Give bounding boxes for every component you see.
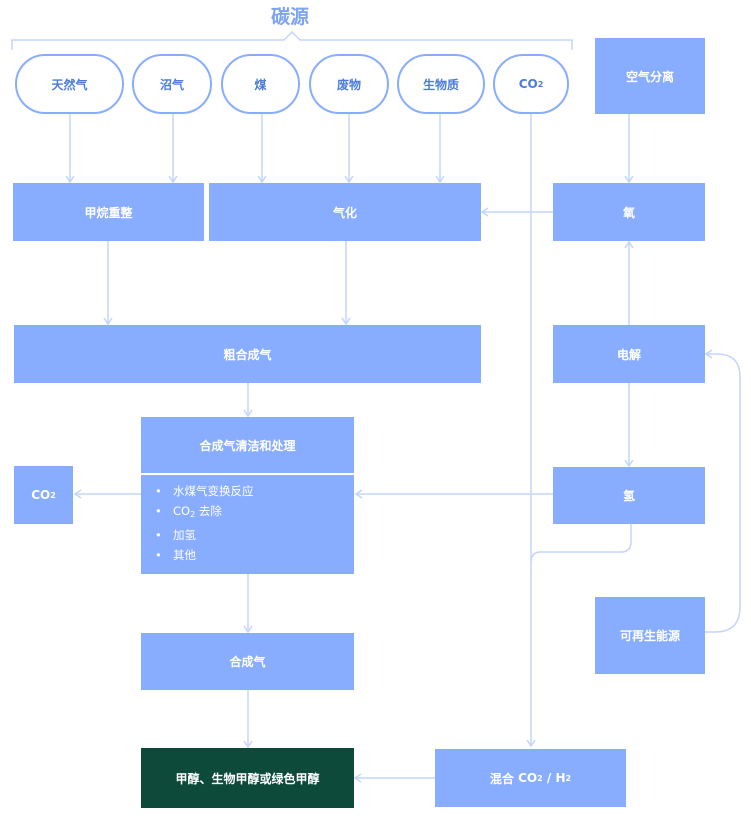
crude-syngas-box: 粗合成气 <box>14 325 481 383</box>
syngas-cleaning-divider <box>141 473 354 475</box>
cleaning-item-other: 其他 <box>155 545 254 565</box>
gasification-box: 气化 <box>209 183 481 241</box>
syngas-box: 合成气 <box>141 633 354 690</box>
source-waste: 废物 <box>309 54 389 114</box>
carbon-source-brace <box>11 30 573 50</box>
renewable-energy-box: 可再生能源 <box>595 597 705 674</box>
cleaning-item-co2-removal: CO2 去除 <box>155 501 254 525</box>
oxygen-box: 氧 <box>553 183 705 241</box>
source-biomass: 生物质 <box>397 54 485 114</box>
cleaning-item-hydrogenation: 加氢 <box>155 525 254 545</box>
source-biogas: 沼气 <box>132 54 212 114</box>
cleaning-item-water-gas-shift: 水煤气变换反应 <box>155 481 254 501</box>
methanol-product-box: 甲醇、生物甲醇或绿色甲醇 <box>141 748 354 808</box>
electrolysis-box: 电解 <box>553 325 705 383</box>
methane-reforming-box: 甲烷重整 <box>13 183 204 241</box>
source-coal: 煤 <box>221 54 300 114</box>
carbon-source-title: 碳源 <box>271 6 310 28</box>
syngas-cleaning-list: 水煤气变换反应 CO2 去除 加氢 其他 <box>155 481 254 565</box>
hydrogen-box: 氢 <box>553 467 705 524</box>
air-separation-box: 空气分离 <box>595 38 705 114</box>
syngas-cleaning-box: 合成气清洁和处理 水煤气变换反应 CO2 去除 加氢 其他 <box>141 417 354 574</box>
source-natural-gas: 天然气 <box>15 54 124 114</box>
syngas-cleaning-title: 合成气清洁和处理 <box>199 438 296 453</box>
